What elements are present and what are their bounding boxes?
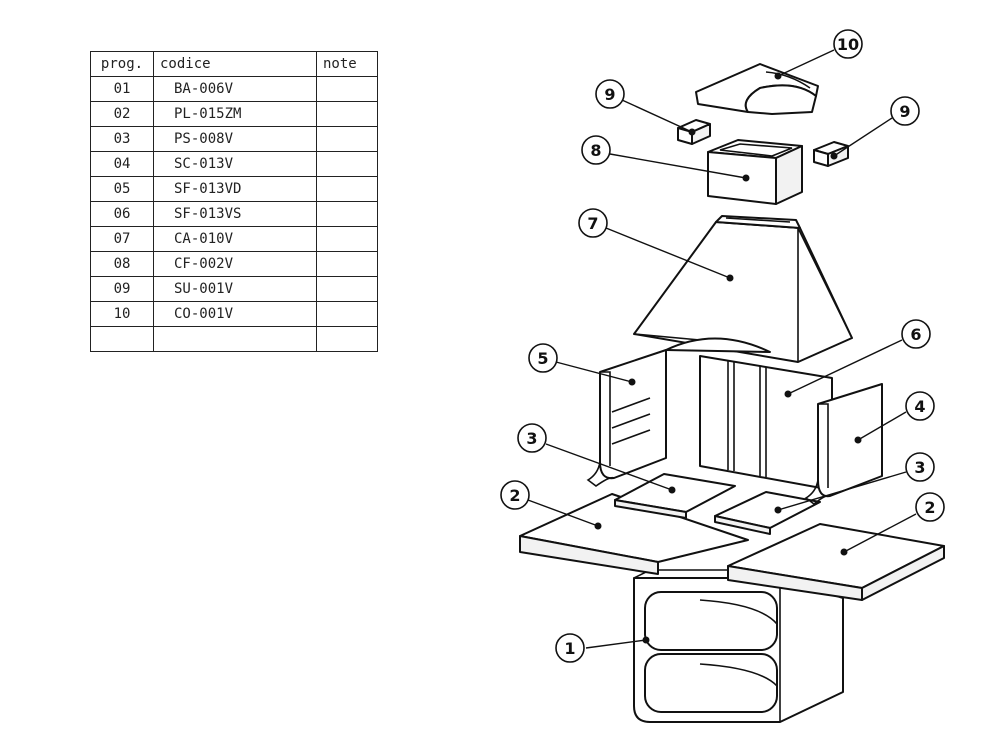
cell-code: SC-013V xyxy=(153,151,317,177)
cell-code: CF-002V xyxy=(153,251,317,277)
part-2-left-shelf xyxy=(519,493,749,575)
part-3-right-slab xyxy=(714,491,821,535)
callout-3-left: 3 xyxy=(517,423,676,494)
part-8-collar xyxy=(707,139,803,205)
part-6-back-wall xyxy=(699,355,833,491)
callout-1: 1 xyxy=(555,633,650,663)
callout-7: 7 xyxy=(578,208,734,282)
cell-code xyxy=(153,326,317,352)
callout-10: 10 xyxy=(774,29,863,80)
cell-code: CA-010V xyxy=(153,226,317,252)
callout-label: 7 xyxy=(587,214,598,233)
part-2-right-shelf xyxy=(727,523,945,601)
cell-code: SU-001V xyxy=(153,276,317,302)
cell-prog: 01 xyxy=(90,76,154,102)
callout-8: 8 xyxy=(581,135,750,182)
table-row xyxy=(90,326,378,352)
callout-4: 4 xyxy=(854,391,935,444)
callout-9-left: 9 xyxy=(595,79,696,136)
callout-label: 6 xyxy=(910,325,921,344)
cell-prog: 03 xyxy=(90,126,154,152)
cell-note xyxy=(316,126,378,152)
callout-3-right: 3 xyxy=(774,452,935,514)
header-prog: prog. xyxy=(90,51,154,77)
part-9-right-tab xyxy=(813,141,849,167)
callout-label: 1 xyxy=(564,639,575,658)
callouts: 1 2 2 3 3 4 xyxy=(500,29,945,663)
callout-label: 9 xyxy=(604,85,615,104)
cell-prog: 07 xyxy=(90,226,154,252)
cell-prog: 04 xyxy=(90,151,154,177)
cell-note xyxy=(316,326,378,352)
callout-label: 9 xyxy=(899,102,910,121)
part-3-left-slab xyxy=(614,473,736,519)
cell-prog: 09 xyxy=(90,276,154,302)
cell-prog: 02 xyxy=(90,101,154,127)
table-header-row: prog. codice note xyxy=(90,51,378,77)
callout-6: 6 xyxy=(784,319,931,398)
callout-label: 5 xyxy=(537,349,548,368)
cell-code: CO-001V xyxy=(153,301,317,327)
callout-9-right: 9 xyxy=(830,96,920,160)
cell-prog: 10 xyxy=(90,301,154,327)
cell-prog: 08 xyxy=(90,251,154,277)
callout-label: 3 xyxy=(914,458,925,477)
header-code: codice xyxy=(153,51,317,77)
callout-label: 8 xyxy=(590,141,601,160)
callout-2-right: 2 xyxy=(840,492,945,556)
cell-note xyxy=(316,151,378,177)
part-5-left-wall xyxy=(586,349,667,487)
cell-prog xyxy=(90,326,154,352)
callout-2-left: 2 xyxy=(500,480,602,530)
callout-5: 5 xyxy=(528,343,636,386)
part-1-base xyxy=(633,569,844,723)
callout-label: 10 xyxy=(837,35,859,54)
part-10-cap xyxy=(695,63,819,115)
part-7-hood xyxy=(633,215,853,363)
cell-note xyxy=(316,226,378,252)
callout-label: 4 xyxy=(914,397,925,416)
cell-code: SF-013VD xyxy=(153,176,317,202)
callout-label: 2 xyxy=(924,498,935,517)
cell-note xyxy=(316,101,378,127)
callout-label: 3 xyxy=(526,429,537,448)
callout-label: 2 xyxy=(509,486,520,505)
cell-note xyxy=(316,76,378,102)
